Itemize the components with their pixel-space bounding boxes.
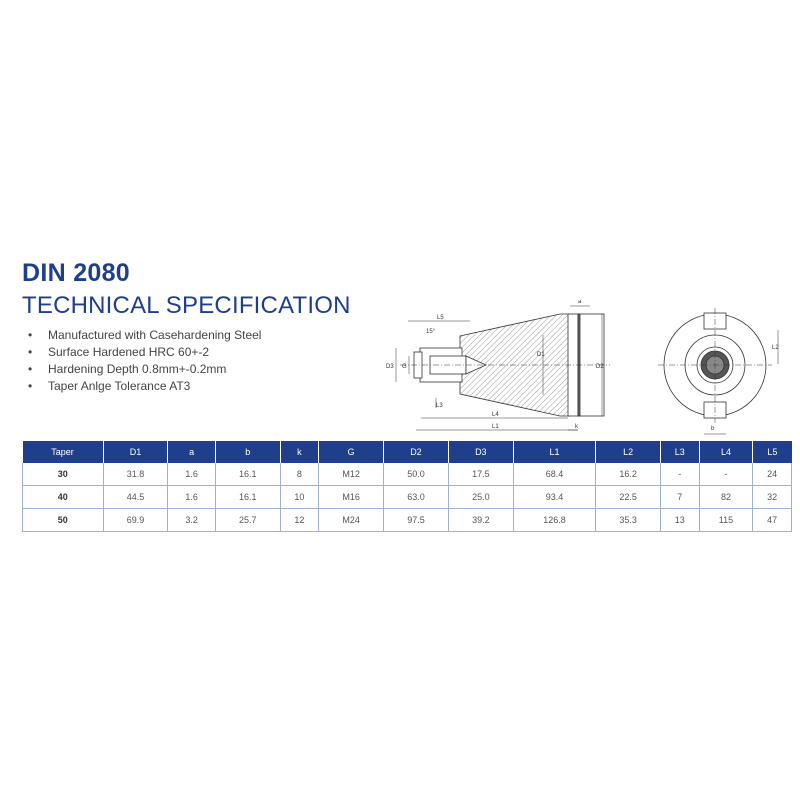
label-d1: D1 <box>537 352 545 358</box>
label-d3: D3 <box>386 364 394 370</box>
table-cell: 97.5 <box>383 508 449 532</box>
table-cell: 10 <box>280 485 320 509</box>
table-cell: 40 <box>22 485 104 509</box>
table-cell: 69.9 <box>103 508 169 532</box>
table-cell: 17.5 <box>448 463 514 486</box>
label-l4: L4 <box>492 412 499 418</box>
end-view <box>658 308 779 435</box>
label-d2: D2 <box>596 364 604 370</box>
table-cell: 16.1 <box>215 485 281 509</box>
table-cell: 115 <box>699 508 754 532</box>
table-cell: 47 <box>752 508 792 532</box>
table-cell: 7 <box>660 485 700 509</box>
table-cell: 31.8 <box>103 463 169 486</box>
table-cell: 63.0 <box>383 485 449 509</box>
column-header: L2 <box>595 441 662 463</box>
label-k: k <box>575 424 579 430</box>
label-a: a <box>578 300 582 305</box>
label-l5: L5 <box>437 315 444 321</box>
table-cell: 24 <box>752 463 792 486</box>
column-header: L3 <box>660 441 700 463</box>
table-cell: 126.8 <box>513 508 597 532</box>
table-row: 30 31.8 1.6 16.1 8 M12 50.0 17.5 68.4 16… <box>22 463 792 486</box>
label-b: b <box>711 426 715 432</box>
table-cell: 22.5 <box>595 485 662 509</box>
table-cell: 3.2 <box>167 508 216 532</box>
column-header: L1 <box>513 441 597 463</box>
table-cell: 16.2 <box>595 463 662 486</box>
doc-subtitle: TECHNICAL SPECIFICATION <box>22 292 351 319</box>
table-header-row: Taper D1 a b k G D2 D3 L1 L2 L3 L4 L5 <box>22 441 792 463</box>
label-l3: L3 <box>436 403 443 409</box>
label-g: G <box>402 364 407 370</box>
table-cell: M12 <box>318 463 385 486</box>
table-cell: M24 <box>318 508 385 532</box>
feature-item: Surface Hardened HRC 60+-2 <box>28 344 261 361</box>
column-header: a <box>167 441 216 463</box>
table-cell: 8 <box>280 463 320 486</box>
column-header: L5 <box>752 441 792 463</box>
table-cell: 93.4 <box>513 485 597 509</box>
table-cell: - <box>699 463 754 486</box>
column-header: Taper <box>22 441 104 463</box>
table-cell: 50 <box>22 508 104 532</box>
table-cell: 32 <box>752 485 792 509</box>
drawing-labels: L5 15° a D3 G D1 D2 L3 L4 L1 k L2 b <box>386 300 779 432</box>
feature-list: Manufactured with Casehardening Steel Su… <box>28 327 261 395</box>
table-cell: 35.3 <box>595 508 662 532</box>
table-cell: 39.2 <box>448 508 514 532</box>
doc-title: DIN 2080 <box>22 259 131 287</box>
column-header: b <box>215 441 281 463</box>
column-header: L4 <box>699 441 754 463</box>
table-cell: 68.4 <box>513 463 597 486</box>
table-cell: 12 <box>280 508 320 532</box>
column-header: G <box>318 441 385 463</box>
table-cell: 13 <box>660 508 700 532</box>
table-cell: 44.5 <box>103 485 169 509</box>
table-cell: 30 <box>22 463 104 486</box>
column-header: D1 <box>103 441 169 463</box>
table-cell: 82 <box>699 485 754 509</box>
table-cell: 25.0 <box>448 485 514 509</box>
table-cell: 25.7 <box>215 508 281 532</box>
table-cell: - <box>660 463 700 486</box>
feature-item: Hardening Depth 0.8mm+-0.2mm <box>28 361 261 378</box>
feature-item: Manufactured with Casehardening Steel <box>28 327 261 344</box>
label-l2: L2 <box>772 345 779 351</box>
column-header: k <box>280 441 320 463</box>
column-header: D2 <box>383 441 449 463</box>
table-cell: 16.1 <box>215 463 281 486</box>
table-row: 40 44.5 1.6 16.1 10 M16 63.0 25.0 93.4 2… <box>22 485 792 509</box>
feature-item: Taper Anlge Tolerance AT3 <box>28 378 261 395</box>
table-row: 50 69.9 3.2 25.7 12 M24 97.5 39.2 126.8 … <box>22 508 792 532</box>
side-view <box>395 305 610 431</box>
table-cell: 1.6 <box>167 485 216 509</box>
label-angle: 15° <box>426 329 436 335</box>
technical-drawing: L5 15° a D3 G D1 D2 L3 L4 L1 k L2 b <box>386 300 779 435</box>
table-cell: M16 <box>318 485 385 509</box>
spec-table: Taper D1 a b k G D2 D3 L1 L2 L3 L4 L5 30… <box>22 441 792 532</box>
table-cell: 1.6 <box>167 463 216 486</box>
table-cell: 50.0 <box>383 463 449 486</box>
label-l1: L1 <box>492 424 499 430</box>
column-header: D3 <box>448 441 514 463</box>
